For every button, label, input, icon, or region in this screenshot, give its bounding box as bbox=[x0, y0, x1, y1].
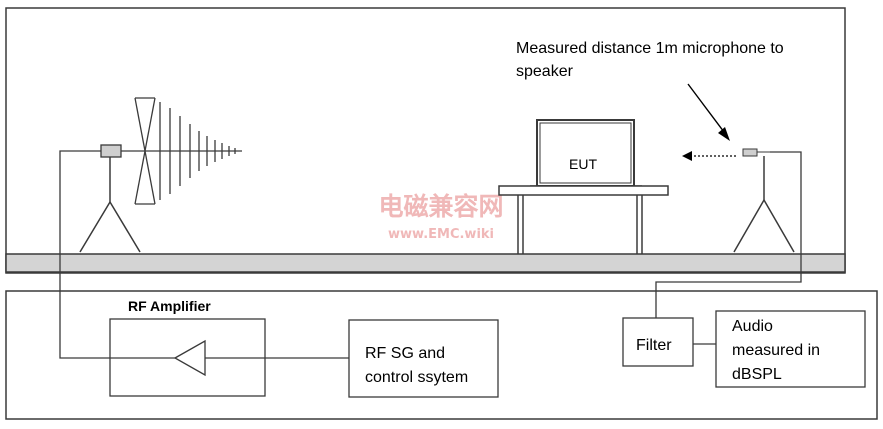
log-periodic-antenna bbox=[100, 97, 242, 205]
test-table bbox=[498, 185, 669, 254]
rf-sg-line2: control ssytem bbox=[365, 369, 468, 386]
eut-laptop bbox=[530, 119, 642, 187]
antenna-cable bbox=[59, 150, 175, 359]
antenna-tripod bbox=[79, 157, 141, 253]
rf-sg-box bbox=[348, 319, 499, 398]
filter-box bbox=[622, 317, 694, 367]
amplifier-triangle-icon bbox=[173, 339, 206, 377]
microphone-tripod bbox=[733, 148, 795, 253]
watermark-title: 电磁兼容网 bbox=[378, 192, 503, 221]
rf-amplifier-label: RF Amplifier bbox=[128, 298, 211, 314]
audio-line2: measured in bbox=[732, 342, 820, 359]
audio-line3: dBSPL bbox=[732, 366, 782, 383]
watermark-url: www.EMC.wiki bbox=[388, 227, 494, 242]
distance-note-line1: Measured distance 1m microphone to bbox=[516, 40, 784, 57]
distance-note-line2: speaker bbox=[516, 63, 574, 80]
audio-box bbox=[715, 310, 866, 388]
eut-label: EUT bbox=[569, 156, 597, 172]
chamber-outline bbox=[5, 7, 846, 274]
distance-dotted-arrow bbox=[682, 151, 738, 161]
chamber-floor bbox=[5, 253, 846, 273]
filter-label: Filter bbox=[636, 337, 672, 354]
control-room-outline bbox=[5, 290, 878, 420]
microphone-cable bbox=[655, 151, 802, 318]
rf-sg-line1: RF SG and bbox=[365, 345, 445, 362]
annotation-arrow bbox=[687, 83, 730, 141]
audio-line1: Audio bbox=[732, 318, 773, 335]
